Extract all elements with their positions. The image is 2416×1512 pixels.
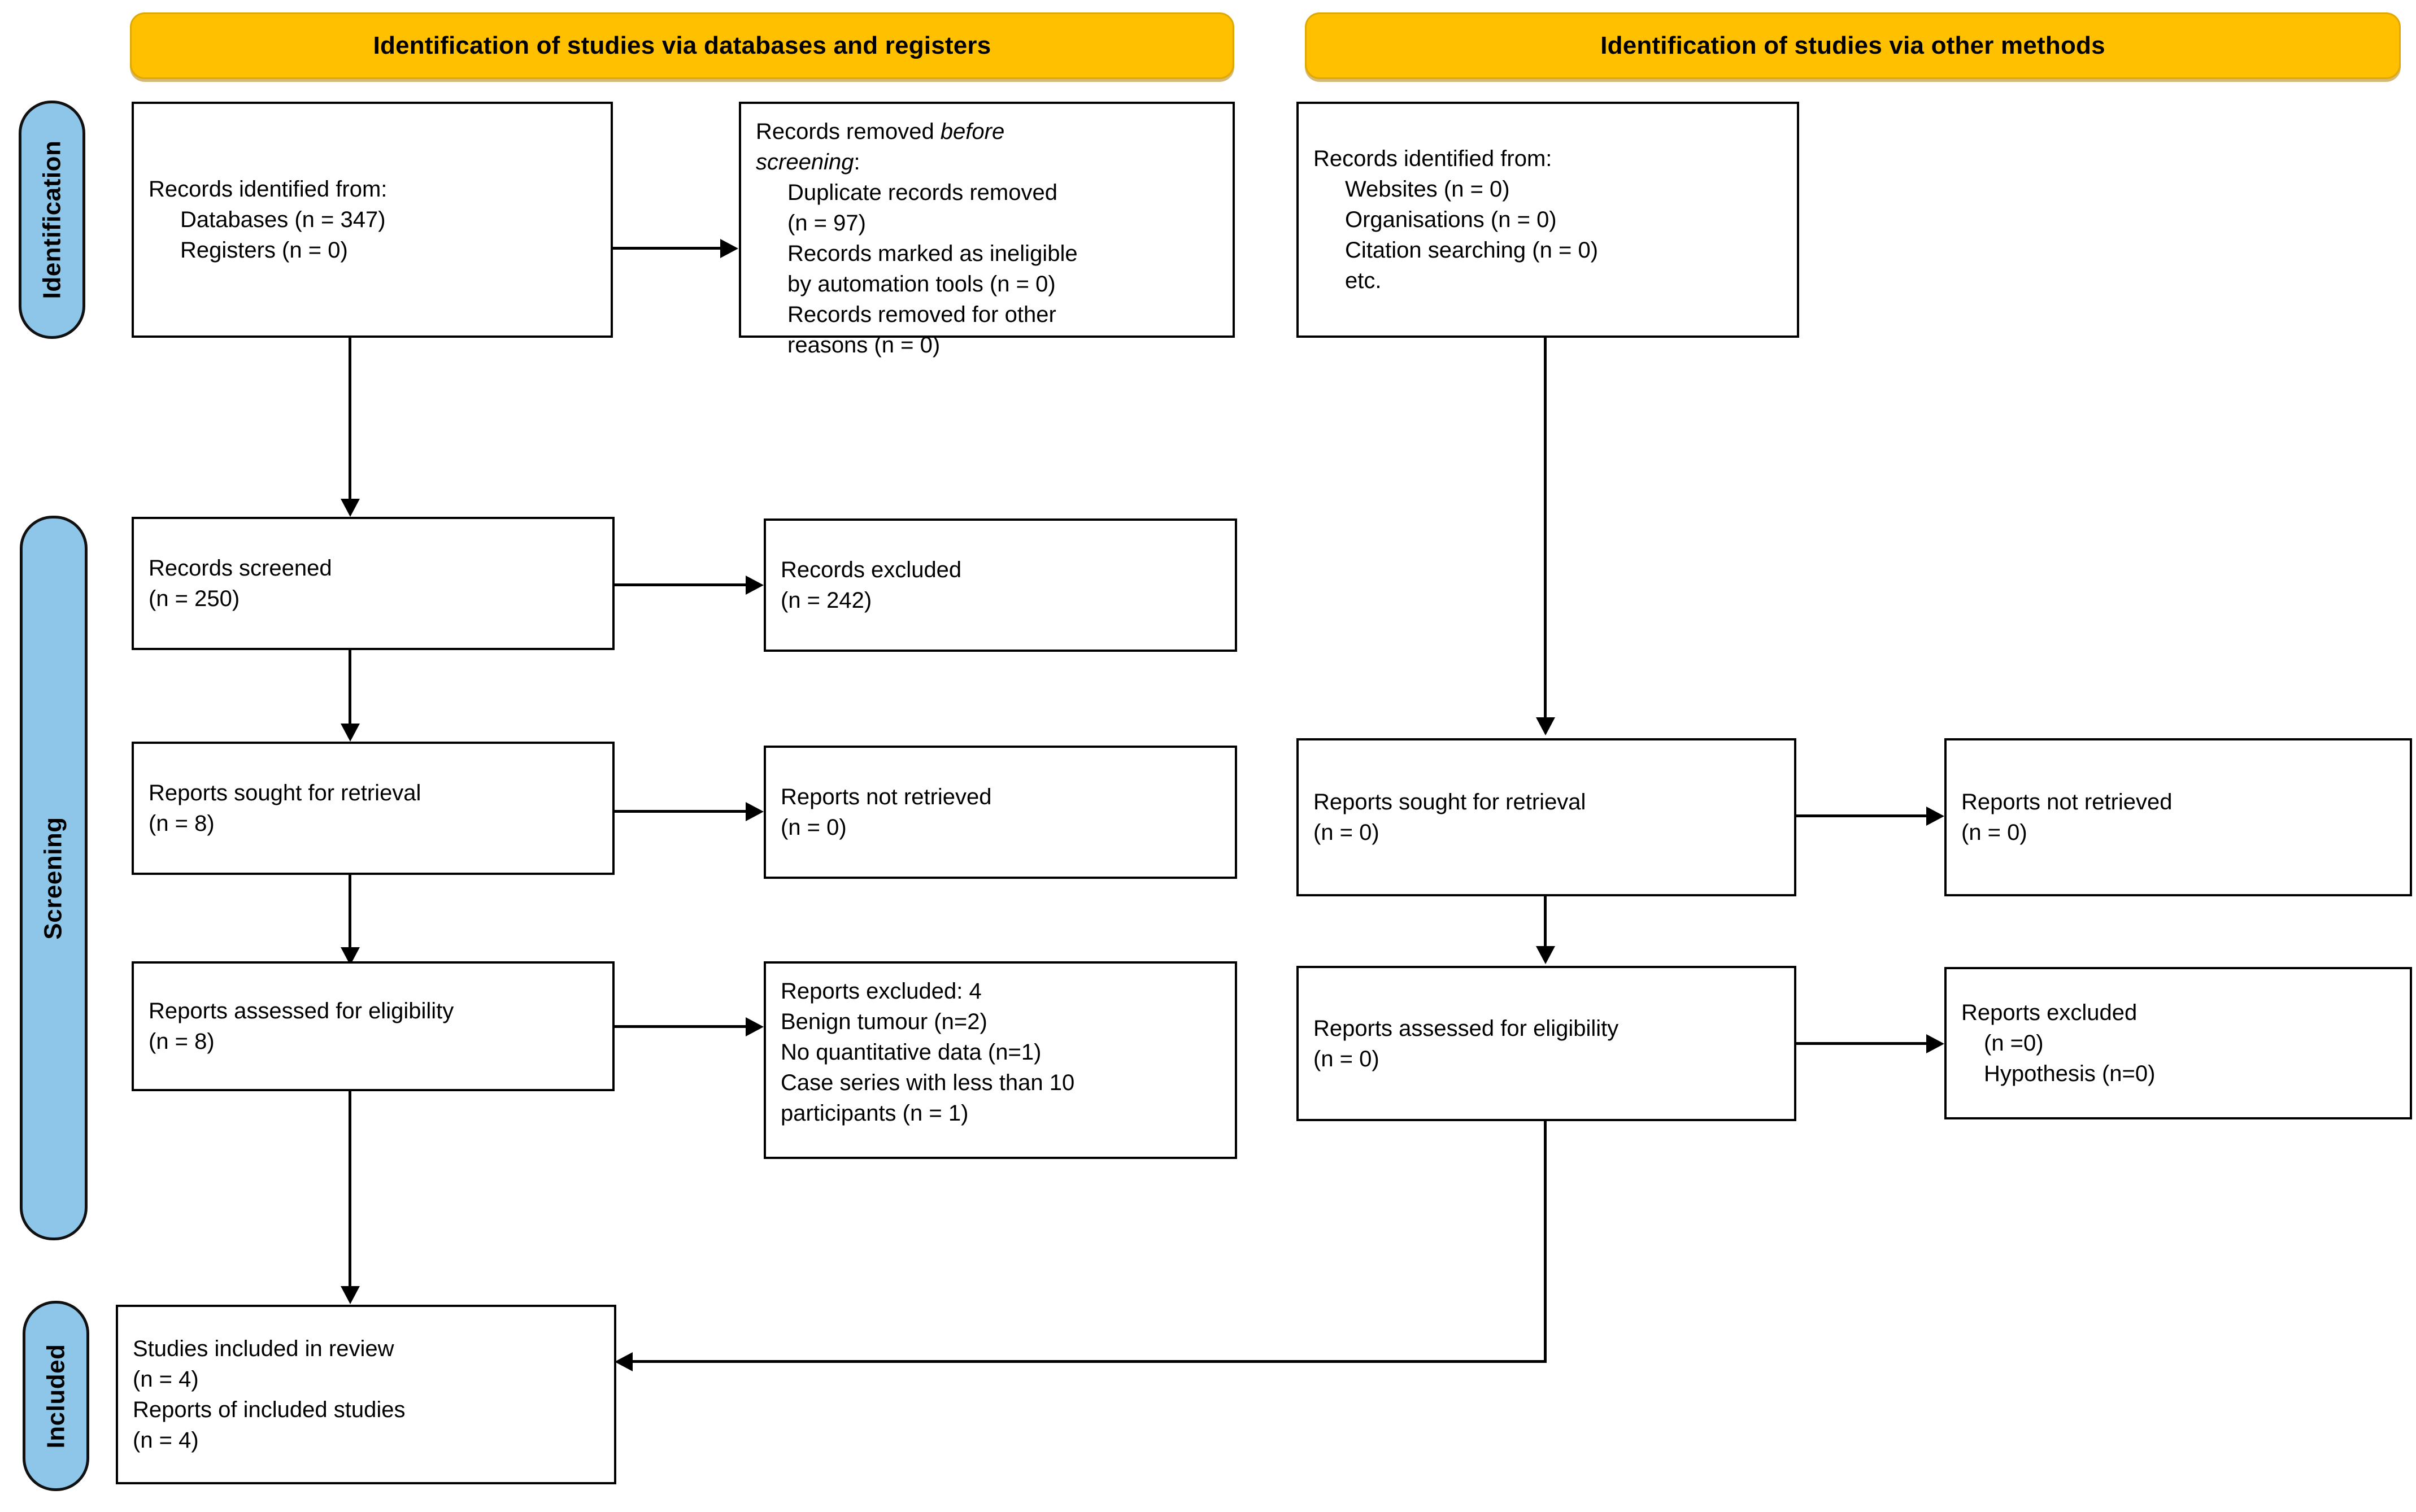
reports-excluded-reason-2: No quantitative data (n=1) bbox=[781, 1040, 1042, 1065]
reports-included-label: Reports of included studies bbox=[133, 1397, 406, 1422]
reports-excluded-reason-1: Benign tumour (n=2) bbox=[781, 1009, 987, 1034]
reports-not-retrieved-count: (n = 0) bbox=[781, 815, 847, 840]
reports-sought-count: (n = 8) bbox=[149, 811, 215, 836]
arrowhead-screened-to-excluded-icon bbox=[746, 576, 764, 595]
box-records-excluded: Records excluded (n = 242) bbox=[764, 518, 1237, 652]
records-removed-title-pre: Records removed bbox=[756, 119, 941, 144]
box-records-removed-before-screening: Records removed before screening: Duplic… bbox=[739, 102, 1235, 358]
records-removed-ineligible: Records marked as ineligible bbox=[787, 241, 1078, 266]
records-removed-title-line2: screening: bbox=[756, 147, 1218, 177]
connector-identified-to-removed bbox=[613, 247, 720, 250]
records-identified-organisations: Organisations (n = 0) bbox=[1345, 207, 1557, 232]
box-reports-assessed-databases: Reports assessed for eligibility (n = 8) bbox=[132, 961, 615, 1091]
header-databases-registers: Identification of studies via databases … bbox=[130, 12, 1234, 79]
reports-not-retrieved-title: Reports not retrieved bbox=[781, 785, 992, 809]
records-identified-registers: Registers (n = 0) bbox=[180, 238, 348, 263]
records-removed-duplicates-n: (n = 97) bbox=[787, 211, 866, 236]
arrowhead-assessed-other-to-excluded-icon bbox=[1926, 1034, 1944, 1053]
reports-not-retrieved-other-count: (n = 0) bbox=[1961, 820, 2027, 845]
reports-assessed-other-count: (n = 0) bbox=[1313, 1046, 1379, 1071]
stage-label-screening: Screening bbox=[20, 516, 88, 1240]
header-other-methods: Identification of studies via other meth… bbox=[1305, 12, 2401, 79]
reports-excluded-reason-4: participants (n = 1) bbox=[781, 1101, 969, 1126]
records-removed-title-line1: Records removed before bbox=[756, 116, 1218, 147]
stage-label-screening-text: Screening bbox=[40, 816, 67, 940]
box-reports-excluded-other: Reports excluded (n =0) Hypothesis (n=0) bbox=[1944, 967, 2412, 1119]
records-identified-etc: etc. bbox=[1345, 268, 1382, 293]
box-records-screened: Records screened (n = 250) bbox=[132, 517, 615, 650]
reports-excluded-other-count: (n =0) bbox=[1984, 1031, 2044, 1056]
reports-assessed-other-title: Reports assessed for eligibility bbox=[1313, 1016, 1619, 1041]
box-reports-excluded-databases: Reports excluded: 4 Benign tumour (n=2) … bbox=[764, 961, 1237, 1159]
records-removed-duplicates: Duplicate records removed bbox=[787, 180, 1057, 205]
records-removed-title-em2: screening bbox=[756, 150, 854, 175]
records-identified-citation-searching: Citation searching (n = 0) bbox=[1345, 238, 1599, 263]
arrowhead-identified-to-screened-icon bbox=[341, 499, 360, 517]
connector-assessed-to-included bbox=[349, 1091, 351, 1286]
stage-label-included: Included bbox=[23, 1301, 89, 1491]
records-excluded-count: (n = 242) bbox=[781, 588, 872, 613]
connector-assessed-other-to-excluded bbox=[1796, 1042, 1926, 1045]
arrowhead-other-to-included-icon bbox=[615, 1352, 633, 1371]
arrowhead-other-identified-to-sought-icon bbox=[1536, 717, 1555, 735]
arrowhead-sought-other-to-not-retrieved-icon bbox=[1926, 807, 1944, 826]
studies-included-label: Studies included in review bbox=[133, 1336, 394, 1361]
connector-sought-to-not-retrieved bbox=[615, 810, 746, 813]
records-removed-title-post: : bbox=[854, 150, 860, 175]
records-screened-title: Records screened bbox=[149, 556, 332, 581]
arrowhead-screened-to-sought-icon bbox=[341, 724, 360, 742]
reports-assessed-title: Reports assessed for eligibility bbox=[149, 999, 454, 1023]
reports-excluded-reason-3: Case series with less than 10 bbox=[781, 1070, 1075, 1095]
header-other-methods-label: Identification of studies via other meth… bbox=[1600, 32, 2105, 59]
reports-assessed-count: (n = 8) bbox=[149, 1029, 215, 1054]
stage-label-identification-text: Identification bbox=[38, 140, 66, 299]
reports-excluded-other-title: Reports excluded bbox=[1961, 1000, 2138, 1025]
header-databases-registers-label: Identification of studies via databases … bbox=[373, 32, 991, 59]
records-removed-other-cont: reasons (n = 0) bbox=[787, 333, 941, 358]
box-studies-included: Studies included in review (n = 4) Repor… bbox=[116, 1305, 616, 1484]
connector-other-to-included-horizontal bbox=[633, 1360, 1547, 1363]
box-reports-not-retrieved-other: Reports not retrieved (n = 0) bbox=[1944, 738, 2412, 896]
box-records-identified-other: Records identified from: Websites (n = 0… bbox=[1296, 102, 1799, 338]
connector-identified-to-screened bbox=[349, 338, 351, 499]
reports-not-retrieved-other-title: Reports not retrieved bbox=[1961, 790, 2173, 814]
connector-sought-to-assessed bbox=[349, 875, 351, 947]
records-screened-count: (n = 250) bbox=[149, 586, 240, 611]
stage-label-identification: Identification bbox=[19, 101, 85, 339]
records-removed-other: Records removed for other bbox=[787, 302, 1056, 327]
records-removed-title-em: before bbox=[940, 119, 1005, 144]
records-removed-ineligible-cont: by automation tools (n = 0) bbox=[787, 272, 1056, 297]
stage-label-included-text: Included bbox=[42, 1344, 69, 1448]
arrowhead-sought-to-not-retrieved-icon bbox=[746, 802, 764, 821]
box-reports-not-retrieved-databases: Reports not retrieved (n = 0) bbox=[764, 746, 1237, 879]
studies-included-count: (n = 4) bbox=[133, 1367, 199, 1392]
connector-other-to-included-vertical bbox=[1544, 1121, 1547, 1363]
records-identified-databases: Databases (n = 347) bbox=[180, 207, 386, 232]
box-reports-sought-databases: Reports sought for retrieval (n = 8) bbox=[132, 742, 615, 875]
connector-sought-other-to-assessed bbox=[1544, 896, 1547, 946]
arrowhead-assessed-to-reports-excluded-icon bbox=[746, 1017, 764, 1036]
connector-assessed-to-reports-excluded bbox=[615, 1025, 746, 1028]
records-identified-title: Records identified from: bbox=[149, 177, 388, 202]
box-reports-sought-other: Reports sought for retrieval (n = 0) bbox=[1296, 738, 1796, 896]
connector-sought-other-to-not-retrieved bbox=[1796, 814, 1926, 817]
connector-screened-to-sought bbox=[349, 650, 351, 724]
records-identified-websites: Websites (n = 0) bbox=[1345, 177, 1510, 202]
arrowhead-identified-to-removed-icon bbox=[720, 239, 738, 258]
arrowhead-assessed-to-included-icon bbox=[341, 1286, 360, 1304]
box-reports-assessed-other: Reports assessed for eligibility (n = 0) bbox=[1296, 966, 1796, 1121]
reports-sought-other-count: (n = 0) bbox=[1313, 820, 1379, 845]
records-identified-other-title: Records identified from: bbox=[1313, 146, 1552, 171]
reports-sought-title: Reports sought for retrieval bbox=[149, 781, 421, 805]
records-excluded-title: Records excluded bbox=[781, 557, 962, 582]
reports-sought-other-title: Reports sought for retrieval bbox=[1313, 790, 1586, 814]
connector-other-identified-to-sought bbox=[1544, 338, 1547, 717]
reports-excluded-other-hypothesis: Hypothesis (n=0) bbox=[1984, 1061, 2156, 1086]
reports-included-count: (n = 4) bbox=[133, 1428, 199, 1453]
connector-screened-to-excluded bbox=[615, 583, 746, 586]
reports-excluded-title: Reports excluded: 4 bbox=[781, 979, 982, 1004]
box-records-identified-databases: Records identified from: Databases (n = … bbox=[132, 102, 613, 338]
arrowhead-sought-other-to-assessed-icon bbox=[1536, 946, 1555, 964]
